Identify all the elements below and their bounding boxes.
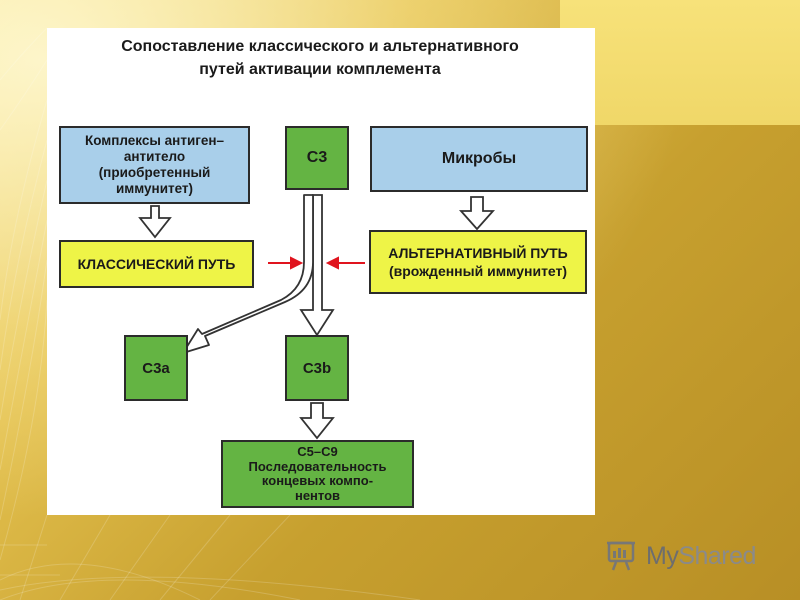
red-arrow-alternative [325,256,365,270]
watermark-text: MyShared [646,542,756,571]
node-c5-c9: С5–С9 Последовательность концевых компо-… [221,440,414,508]
node-microbes: Микробы [370,126,588,192]
node-classical-path: КЛАССИЧЕСКИЙ ПУТЬ [59,240,254,288]
node-c5-c9-line-4: нентов [294,487,341,503]
node-c3a: С3а [124,335,188,401]
arrow-c3-to-c3b [299,194,335,337]
watermark-text-shared: Shared [678,541,756,570]
node-antigen-complexes: Комплексы антиген– антитело (приобретенн… [59,126,250,204]
red-arrow-classical [268,256,304,270]
node-alternative-path-line-1: АЛЬТЕРНАТИВНЫЙ ПУТЬ [388,245,568,261]
node-antigen-complexes-line-3: (приобретенный [98,165,211,180]
watermark-logo: MyShared [606,536,756,576]
node-alternative-path-line-2: (врожденный иммунитет) [388,263,568,279]
node-c5-c9-line-1: С5–С9 [297,444,338,459]
title-line-1: Сопоставление классического и альтернати… [121,38,519,55]
arrow-c3b-to-c5c9 [299,402,335,440]
arrow-antigen-to-classical [138,205,172,239]
node-c3b: С3b [285,335,349,401]
node-c3-label: С3 [306,149,328,166]
node-classical-path-label: КЛАССИЧЕСКИЙ ПУТЬ [77,256,236,272]
title-line-2: путей активации комплемента [199,61,441,78]
node-c3a-label: С3а [142,359,170,377]
node-alternative-path: АЛЬТЕРНАТИВНЫЙ ПУТЬ (врожденный иммуните… [369,230,587,294]
background-band [560,0,800,125]
node-c3: С3 [285,126,349,190]
node-c3b-label: С3b [302,359,332,377]
node-antigen-complexes-line-4: иммунитет) [115,181,194,196]
diagram-title: Сопоставление классического и альтернати… [60,35,580,81]
watermark-text-my: My [646,541,679,570]
node-microbes-label: Микробы [441,150,517,167]
node-c5-c9-line-3: концевых компо- [261,473,374,488]
node-c5-c9-line-2: Последовательность [248,458,387,474]
node-antigen-complexes-line-2: антитело [123,149,186,164]
presentation-icon [607,541,635,571]
arrow-c3-to-c3a [182,194,314,354]
arrow-microbes-to-alternative [458,196,496,231]
node-antigen-complexes-line-1: Комплексы антиген– [84,133,225,148]
